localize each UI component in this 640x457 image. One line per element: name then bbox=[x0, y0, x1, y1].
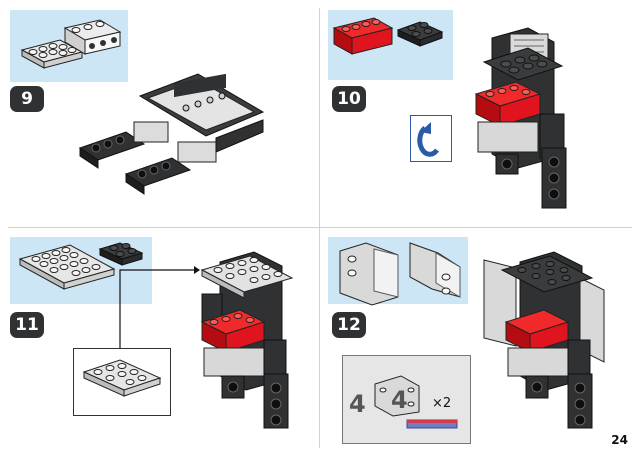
length-bar-icon bbox=[406, 419, 458, 429]
vertical-divider bbox=[319, 8, 320, 448]
page-number: 24 bbox=[611, 433, 628, 447]
rotate-model-indicator bbox=[410, 115, 452, 162]
rotate-arrow-icon bbox=[417, 122, 440, 157]
model-step-9 bbox=[78, 73, 265, 195]
callout-pointer-arrow bbox=[119, 266, 200, 348]
step-number-badge: 11 bbox=[10, 312, 44, 338]
sub-assembly-plate bbox=[82, 359, 162, 397]
model-step-10 bbox=[474, 27, 567, 209]
step-number-badge: 10 bbox=[332, 86, 366, 112]
length-label-right: 4 bbox=[391, 386, 408, 414]
length-label-left: 4 bbox=[349, 390, 366, 418]
multiplier-label: ×2 bbox=[432, 396, 452, 411]
panel-piece-icon bbox=[374, 375, 420, 417]
panel-length-callout: 4 4 bbox=[342, 355, 471, 444]
model-step-11 bbox=[200, 251, 294, 429]
parts-step-11 bbox=[18, 242, 144, 290]
parts-step-9 bbox=[20, 19, 122, 69]
model-step-12 bbox=[483, 251, 605, 429]
step-number-badge: 9 bbox=[10, 86, 44, 112]
parts-step-10 bbox=[332, 17, 444, 55]
horizontal-divider bbox=[8, 227, 632, 228]
parts-step-12 bbox=[339, 242, 461, 306]
step-number-badge: 12 bbox=[332, 312, 366, 338]
